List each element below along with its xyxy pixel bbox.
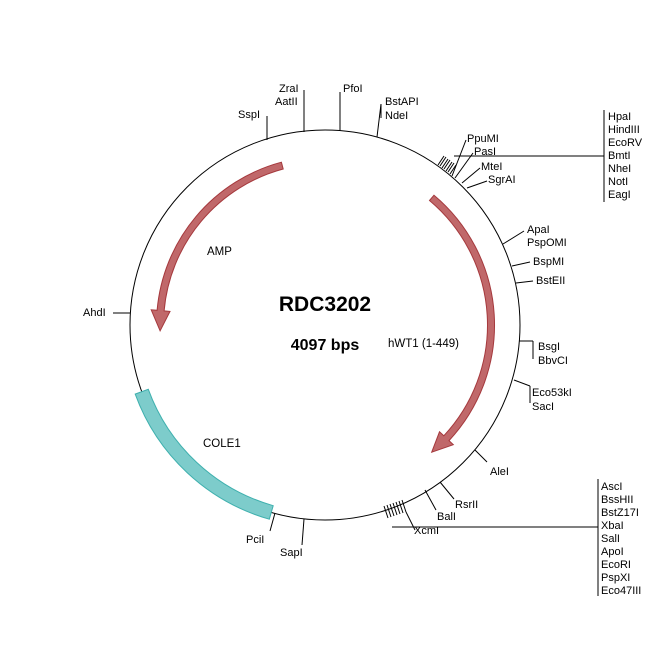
cluster-top-3: BmtI bbox=[608, 150, 631, 162]
site-label-saci: SacI bbox=[532, 401, 554, 413]
cluster-bottom-3: XbaI bbox=[601, 520, 624, 532]
cluster-bottom-8: Eco47III bbox=[601, 585, 641, 597]
plasmid-length: 4097 bps bbox=[291, 337, 360, 354]
site-label-pspomi: PspOMI bbox=[527, 237, 567, 249]
amp-feature-label: AMP bbox=[207, 246, 232, 258]
site-label-pasi: PasI bbox=[474, 146, 496, 158]
site-label-bspmi: BspMI bbox=[533, 256, 564, 268]
cluster-bottom-4: SalI bbox=[601, 533, 620, 545]
site-label-sgrai: SgrAI bbox=[488, 174, 516, 186]
cluster-top-6: EagI bbox=[608, 189, 631, 201]
cluster-bottom-2: BstZ17I bbox=[601, 507, 639, 519]
site-label-bsteii: BstEII bbox=[536, 275, 565, 287]
site-label-alei: AleI bbox=[490, 466, 509, 478]
site-label-bali: BalI bbox=[437, 511, 456, 523]
site-label-pfoi: PfoI bbox=[343, 83, 363, 95]
cluster-top-5: NotI bbox=[608, 176, 628, 188]
cluster-bottom-0: AscI bbox=[601, 481, 622, 493]
cole1-feature-arc bbox=[134, 388, 274, 520]
site-label-sspi: SspI bbox=[238, 109, 260, 121]
site-label-zrai: ZraI bbox=[279, 83, 299, 95]
site-label-bsgi: BsgI bbox=[538, 341, 560, 353]
hwt1-feature-arrow bbox=[428, 194, 496, 454]
cluster-bottom-5: ApoI bbox=[601, 546, 624, 558]
cluster-top-1: HindIII bbox=[608, 124, 640, 136]
site-label-apai: ApaI bbox=[527, 224, 550, 236]
cluster-top-2: EcoRV bbox=[608, 137, 643, 149]
site-label-xcmi: XcmI bbox=[414, 525, 439, 537]
site-label-sapi: SapI bbox=[280, 547, 303, 559]
cluster-bottom-7: PspXI bbox=[601, 572, 630, 584]
site-label-mtei: MteI bbox=[481, 161, 502, 173]
amp-feature-arrow bbox=[150, 161, 284, 332]
plasmid-backbone bbox=[129, 129, 521, 521]
site-label-aatii: AatII bbox=[275, 96, 298, 108]
cluster-top-4: NheI bbox=[608, 163, 631, 175]
site-label-eco53ki: Eco53kI bbox=[532, 387, 572, 399]
site-label-rsrii: RsrII bbox=[455, 499, 478, 511]
cluster-bottom-6: EcoRI bbox=[601, 559, 631, 571]
cluster-top-0: HpaI bbox=[608, 111, 631, 123]
site-label-ppumi: PpuMI bbox=[467, 133, 499, 145]
cluster-bottom-1: BssHII bbox=[601, 494, 633, 506]
site-label-ndei: NdeI bbox=[385, 110, 408, 122]
plasmid-name: RDC3202 bbox=[279, 293, 371, 316]
site-label-bbvci: BbvCI bbox=[538, 355, 568, 367]
site-label-ahdi: AhdI bbox=[83, 307, 106, 319]
hwt1-feature-label: hWT1 (1-449) bbox=[388, 338, 459, 350]
site-label-pcii: PciI bbox=[246, 534, 264, 546]
site-label-bstapi: BstAPI bbox=[385, 96, 419, 108]
cole1-feature-label: COLE1 bbox=[203, 438, 241, 450]
